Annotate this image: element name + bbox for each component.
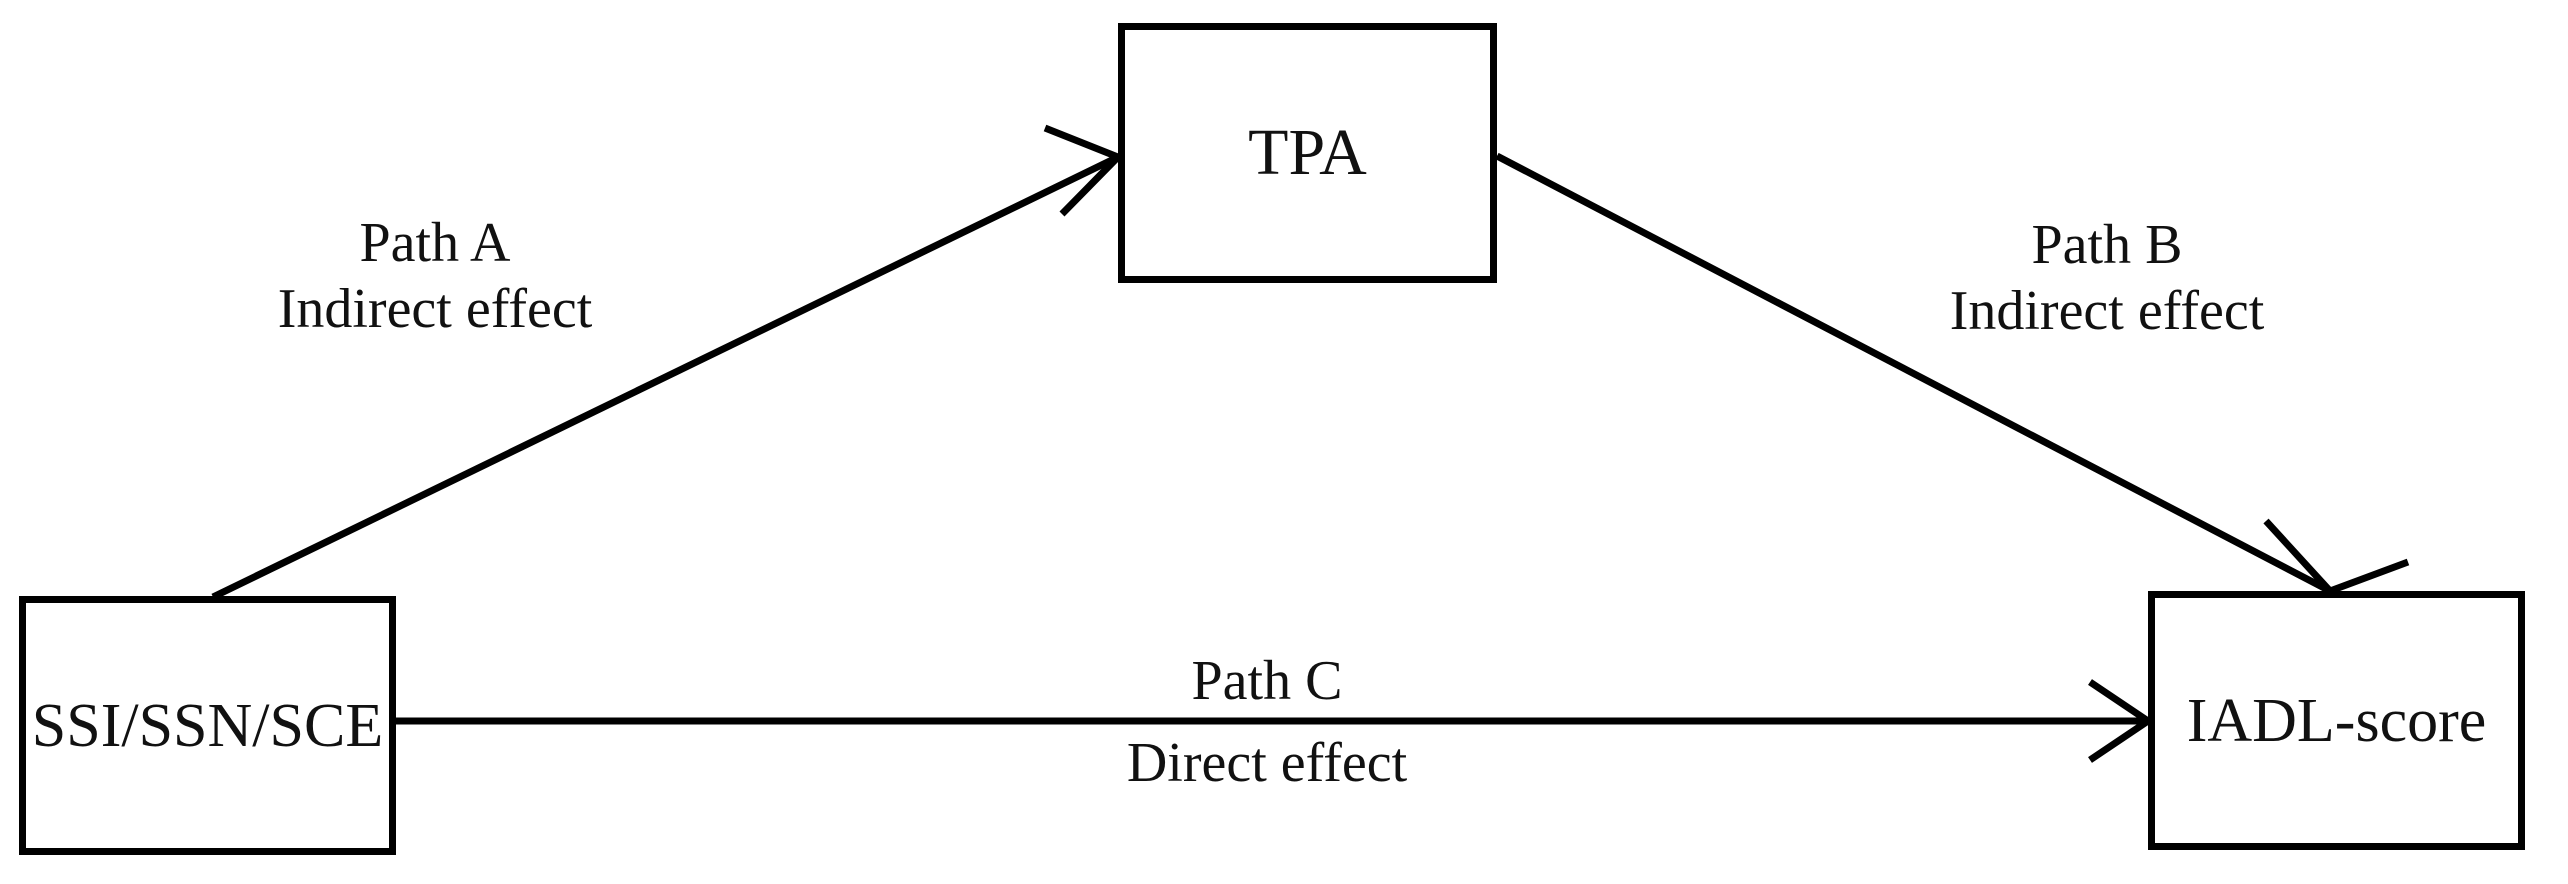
node-predictor-label: SSI/SSN/SCE	[31, 691, 384, 760]
edge-label-path-c-effect-wrap: Direct effect	[1032, 730, 1502, 796]
edge-label-path-b: Path B Indirect effect	[1872, 212, 2342, 344]
edge-label-path-b-name: Path B	[2031, 214, 2183, 276]
edge-path-a	[211, 124, 1125, 601]
edge-path-b-arrowhead	[2263, 518, 2410, 596]
edge-label-path-c-effect: Direct effect	[1126, 732, 1408, 794]
edge-label-path-a-effect: Indirect effect	[277, 278, 593, 341]
node-mediator-label: TPA	[1248, 116, 1367, 189]
node-predictor-ssi-ssn-sce[interactable]: SSI/SSN/SCE	[19, 596, 396, 855]
node-mediator-tpa[interactable]: TPA	[1118, 23, 1497, 283]
edge-label-path-b-effect: Indirect effect	[1949, 280, 2265, 343]
node-outcome-iadl-score[interactable]: IADL-score	[2148, 591, 2525, 850]
edge-label-path-c-name: Path C	[1191, 650, 1343, 712]
edge-path-c-arrowhead	[2088, 679, 2155, 763]
edge-label-path-a-name: Path A	[359, 212, 511, 274]
edge-label-path-a: Path A Indirect effect	[200, 210, 670, 342]
node-outcome-label: IADL-score	[2186, 686, 2487, 755]
edge-path-a-arrowhead	[1043, 124, 1125, 217]
edge-label-path-c: Path C	[1032, 648, 1502, 714]
